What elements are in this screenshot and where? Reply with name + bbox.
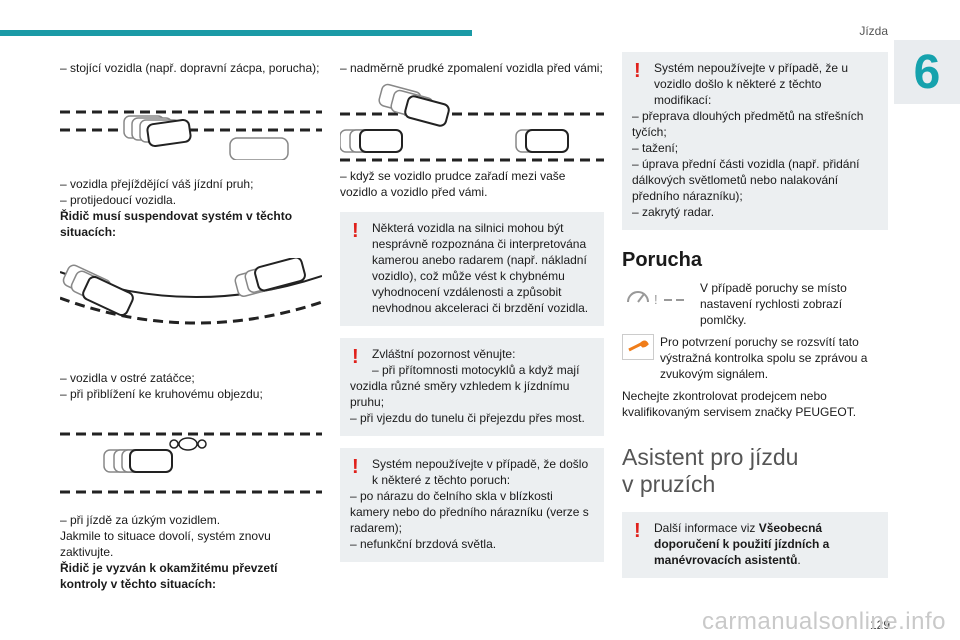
text-narrow-vehicle: – při jízdě za úzkým vozidlem. [60,513,221,527]
note-text: – tažení; [632,141,679,155]
text-takeover-instruction: Řidič je vyzván k okamžitému převzetí ko… [60,561,278,591]
breakdown-warning-row: Pro potvrzení poruchy se rozsvítí tato v… [622,334,888,382]
text-cut-in: – když se vozidlo prudce zařadí mezi vaš… [340,169,566,199]
heading-line-1: Asistent pro jízdu [622,444,799,470]
heading-lane-assist: Asistent pro jízdu v pruzích [622,444,888,498]
heading-line-2: v pruzích [622,471,716,497]
page-number: 129 [869,618,890,632]
watermark: carmanualsonline.info [702,608,946,635]
note-text: – úprava přední části vozidla (např. při… [632,157,860,203]
warning-icon: ! [634,520,641,542]
illustration-crossing-vehicle [60,90,322,160]
breakdown-display-row: ! V případě poruchy se místo nastavení r… [622,280,888,328]
note-text: . [797,553,801,567]
column-2: – nadměrně prudké zpomalení vozidla před… [340,60,604,562]
heading-breakdown: Porucha [622,249,703,271]
note-text: – zakrytý radar. [632,205,715,219]
column-3: ! Systém nepoužívejte v případě, že u vo… [622,52,888,578]
note-text: – při vjezdu do tunelu či přejezdu přes … [350,411,585,425]
info-note-general-recommendations: ! Další informace viz Všeobecná doporuče… [622,512,888,578]
text-lane-crossing: – vozidla přejíždějící váš jízdní pruh; [60,177,254,191]
note-text: Systém nepoužívejte v případě, že u vozi… [654,61,849,107]
wrench-icon [622,334,654,360]
text-warning-lamp: Pro potvrzení poruchy se rozsvítí tato v… [660,335,868,381]
text-oncoming: – protijedoucí vozidla. [60,193,177,207]
note-text: Některá vozidla na silnici mohou být nes… [372,221,589,315]
text-breakdown-dashes: V případě poruchy se místo nastavení ryc… [700,281,847,327]
illustration-cut-in [340,82,604,162]
note-text: Další informace viz [654,521,759,535]
chapter-tab: 6 [894,40,960,104]
warning-note-misdetection: ! Některá vozidla na silnici mohou být n… [340,212,604,326]
warning-icon: ! [352,456,359,478]
warning-icon: ! [352,346,359,368]
note-text: – po nárazu do čelního skla v blízkosti … [350,489,589,535]
svg-text:!: ! [654,292,658,307]
text-stationary-vehicles: – stojící vozidla (např. dopravní zácpa,… [60,61,320,75]
note-text: – přeprava dlouhých předmětů na střešníc… [632,109,864,139]
illustration-sharp-bend [60,258,322,354]
speedometer-dashes-icon: ! [627,291,684,307]
warning-icon: ! [634,60,641,82]
note-text: – při přítomnosti motocyklů a když mají … [350,363,580,409]
text-dealer-check: Nechejte zkontrolovat prodejcem nebo kva… [622,389,857,419]
text-roundabout: – při přiblížení ke kruhovému objezdu; [60,387,263,401]
note-text: Zvláštní pozornost věnujte: [372,347,516,361]
warning-note-attention: ! Zvláštní pozornost věnujte: – při přít… [340,338,604,436]
text-sudden-braking: – nadměrně prudké zpomalení vozidla před… [340,61,603,75]
column-1: – stojící vozidla (např. dopravní zácpa,… [60,60,322,592]
note-text: Systém nepoužívejte v případě, že došlo … [372,457,589,487]
text-reactivate: Jakmile to situace dovolí, systém znovu … [60,529,271,559]
text-sharp-bend: – vozidla v ostré zatáčce; [60,371,195,385]
header-accent-bar [0,30,472,36]
chapter-number: 6 [913,45,941,99]
warning-note-faults: ! Systém nepoužívejte v případě, že došl… [340,448,604,562]
section-title: Jízda [859,24,888,38]
cross-reference: Všeobecná doporučení k použití jízdních … [654,521,830,567]
text-suspend-instruction: Řidič musí suspendovat systém v těchto s… [60,209,293,239]
note-text: – nefunkční brzdová světla. [350,537,497,551]
warning-note-modifications: ! Systém nepoužívejte v případě, že u vo… [622,52,888,230]
illustration-narrow-vehicle [60,426,322,496]
warning-icon: ! [352,220,359,242]
